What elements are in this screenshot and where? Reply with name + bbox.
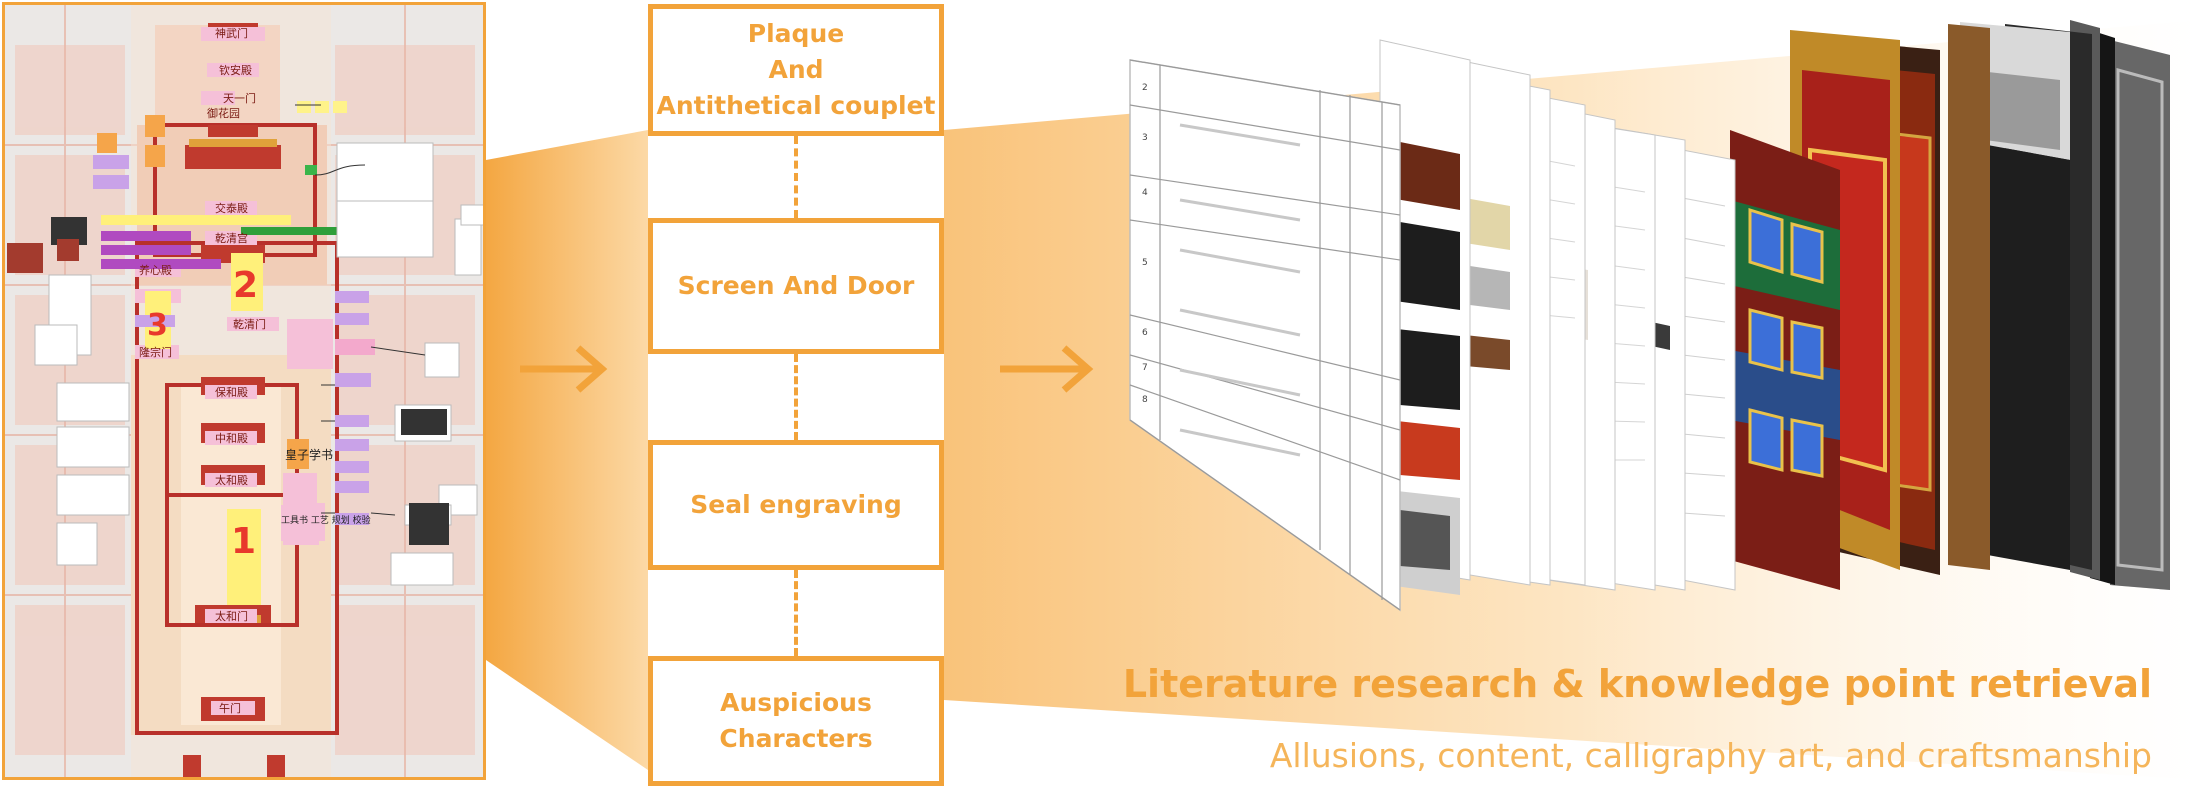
arrow-right-icon	[1000, 345, 1094, 393]
table-row-number: 6	[1142, 328, 1148, 338]
zone-number-1: 1	[231, 521, 256, 562]
category-seal-engraving: Seal engraving	[648, 440, 944, 570]
gate-label: 乾清宫	[215, 231, 248, 245]
gate-label: 养心殿	[139, 263, 172, 277]
gate-label: 太和门	[215, 609, 248, 623]
table-row-number: 7	[1142, 363, 1148, 373]
research-table-sheet: 2 3 4 5 6 7 8	[1129, 59, 1401, 612]
fan-left	[486, 130, 648, 770]
gate-label: 乾清门	[233, 317, 266, 331]
gate-label: 神武门	[215, 26, 248, 40]
category-screen-door: Screen And Door	[648, 218, 944, 354]
category-auspicious-characters: Auspicious Characters	[648, 656, 944, 786]
gate-label: 御花园	[207, 106, 240, 120]
gate-label: 天一门	[223, 91, 256, 105]
gate-label: 钦安殿	[219, 63, 252, 77]
photo-sheet-bw-door	[1948, 20, 2170, 590]
dashed-connector	[794, 570, 798, 656]
section-heading: Literature research & knowledge point re…	[1122, 662, 2152, 706]
table-row-number: 3	[1142, 133, 1148, 143]
table-row-number: 2	[1142, 83, 1148, 93]
arrow-right-icon	[520, 345, 608, 393]
gate-label: 中和殿	[215, 432, 248, 445]
table-row-number: 4	[1142, 188, 1148, 198]
gate-label: 午门	[219, 701, 241, 715]
dashed-connector	[794, 354, 798, 440]
gate-label: 交泰殿	[215, 201, 248, 215]
zone-number-3: 3	[147, 308, 168, 343]
section-subheading: Allusions, content, calligraphy art, and…	[1269, 736, 2152, 775]
dashed-connector	[794, 136, 798, 218]
annotation-tools: 工具书 工艺 规划 校验	[281, 514, 371, 526]
photo-sheet-painted-plaques	[1730, 130, 1840, 590]
gate-label: 保和殿	[215, 385, 248, 399]
gate-label: 隆宗门	[139, 345, 172, 359]
annotation-prince-study: 皇子学书	[285, 447, 333, 462]
table-row-number: 8	[1142, 395, 1148, 405]
category-plaque-couplet: Plaque And Antithetical couplet	[648, 4, 944, 136]
document-stack: 2 3 4 5 6 7 8	[1110, 10, 2200, 612]
palace-map: 神武门 钦安殿 天一门 御花园 交泰殿 乾清宫 养心殿 乾清门 隆宗门 保和殿 …	[5, 5, 483, 777]
palace-map-panel: 神武门 钦安殿 天一门 御花园 交泰殿 乾清宫 养心殿 乾清门 隆宗门 保和殿 …	[2, 2, 486, 780]
document-page	[1379, 39, 1736, 595]
gate-label: 太和殿	[215, 474, 248, 487]
table-row-number: 5	[1142, 258, 1148, 268]
zone-number-2: 2	[233, 265, 258, 306]
